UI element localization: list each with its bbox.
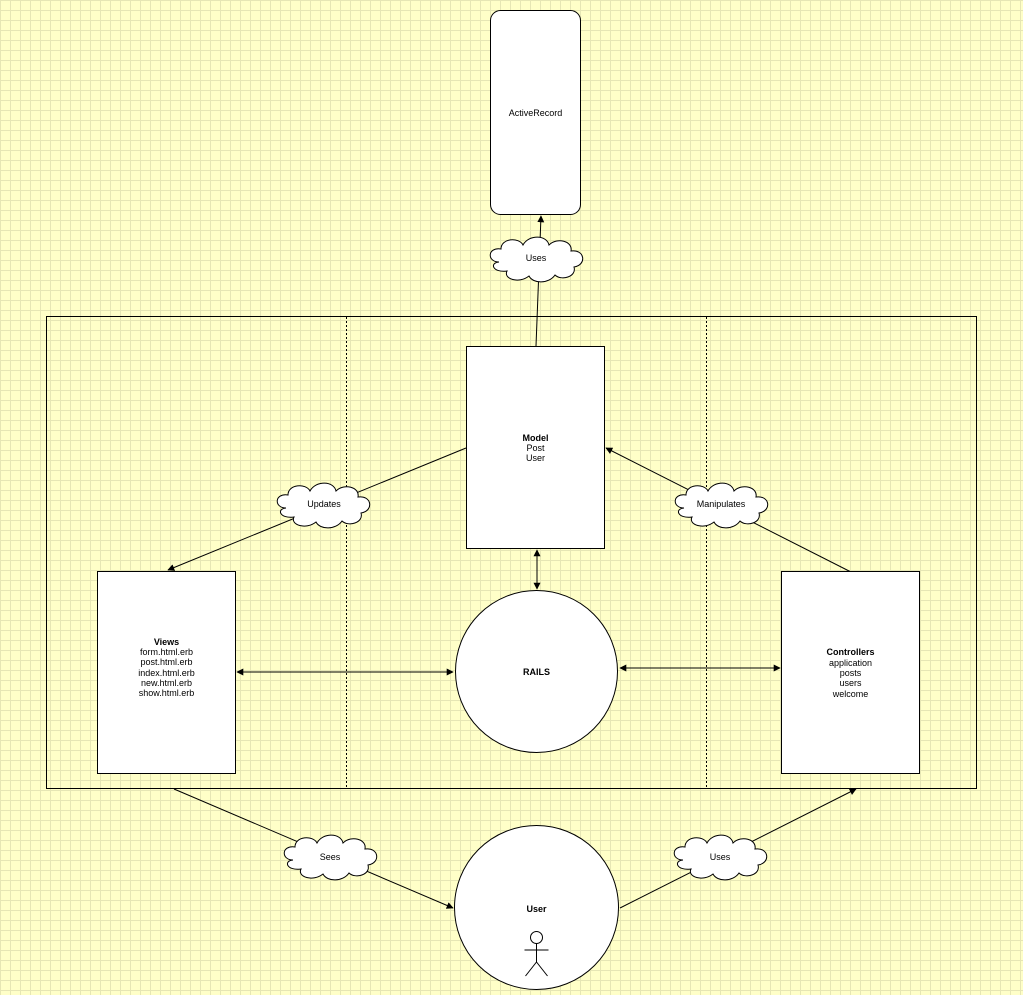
views-title: Views: [154, 637, 179, 647]
model-item: Post: [526, 443, 545, 453]
user-label: User: [526, 904, 547, 914]
rails-node[interactable]: RAILS: [455, 590, 618, 753]
user-node[interactable]: User: [454, 825, 619, 990]
views-item: form.html.erb: [140, 647, 193, 657]
edge-label-text: Uses: [710, 852, 731, 862]
edge-label-uses-activerecord[interactable]: Uses: [489, 236, 584, 283]
model-node[interactable]: Model Post User: [466, 346, 605, 549]
views-item: index.html.erb: [138, 668, 195, 678]
edge-label-text: Uses: [526, 253, 547, 263]
rails-label: RAILS: [523, 667, 550, 677]
model-item: User: [526, 453, 545, 463]
views-item: show.html.erb: [139, 688, 195, 698]
actor-icon: [524, 931, 549, 977]
edge-label-sees[interactable]: Sees: [283, 834, 378, 881]
edge-label-uses-controllers[interactable]: Uses: [673, 834, 768, 881]
views-item: new.html.erb: [141, 678, 192, 688]
edge-label-text: Manipulates: [697, 499, 746, 509]
controllers-item: application: [829, 658, 872, 668]
controllers-item: posts: [840, 668, 862, 678]
activerecord-label: ActiveRecord: [509, 108, 563, 118]
views-item: post.html.erb: [140, 657, 192, 667]
edge-label-text: Sees: [320, 852, 341, 862]
model-title: Model: [523, 433, 549, 443]
controllers-title: Controllers: [826, 647, 874, 657]
edge-label-text: Updates: [307, 499, 341, 509]
rails-app-container[interactable]: [46, 316, 977, 789]
controllers-node[interactable]: Controllers application posts users welc…: [781, 571, 920, 774]
activerecord-node[interactable]: ActiveRecord: [490, 10, 581, 215]
edge-label-manipulates[interactable]: Manipulates: [674, 482, 769, 529]
controllers-item: welcome: [832, 689, 869, 699]
views-node[interactable]: Views form.html.erb post.html.erb index.…: [97, 571, 236, 774]
edge-label-updates[interactable]: Updates: [276, 482, 371, 529]
controllers-item: users: [839, 678, 862, 688]
connectors: [167, 215, 857, 909]
